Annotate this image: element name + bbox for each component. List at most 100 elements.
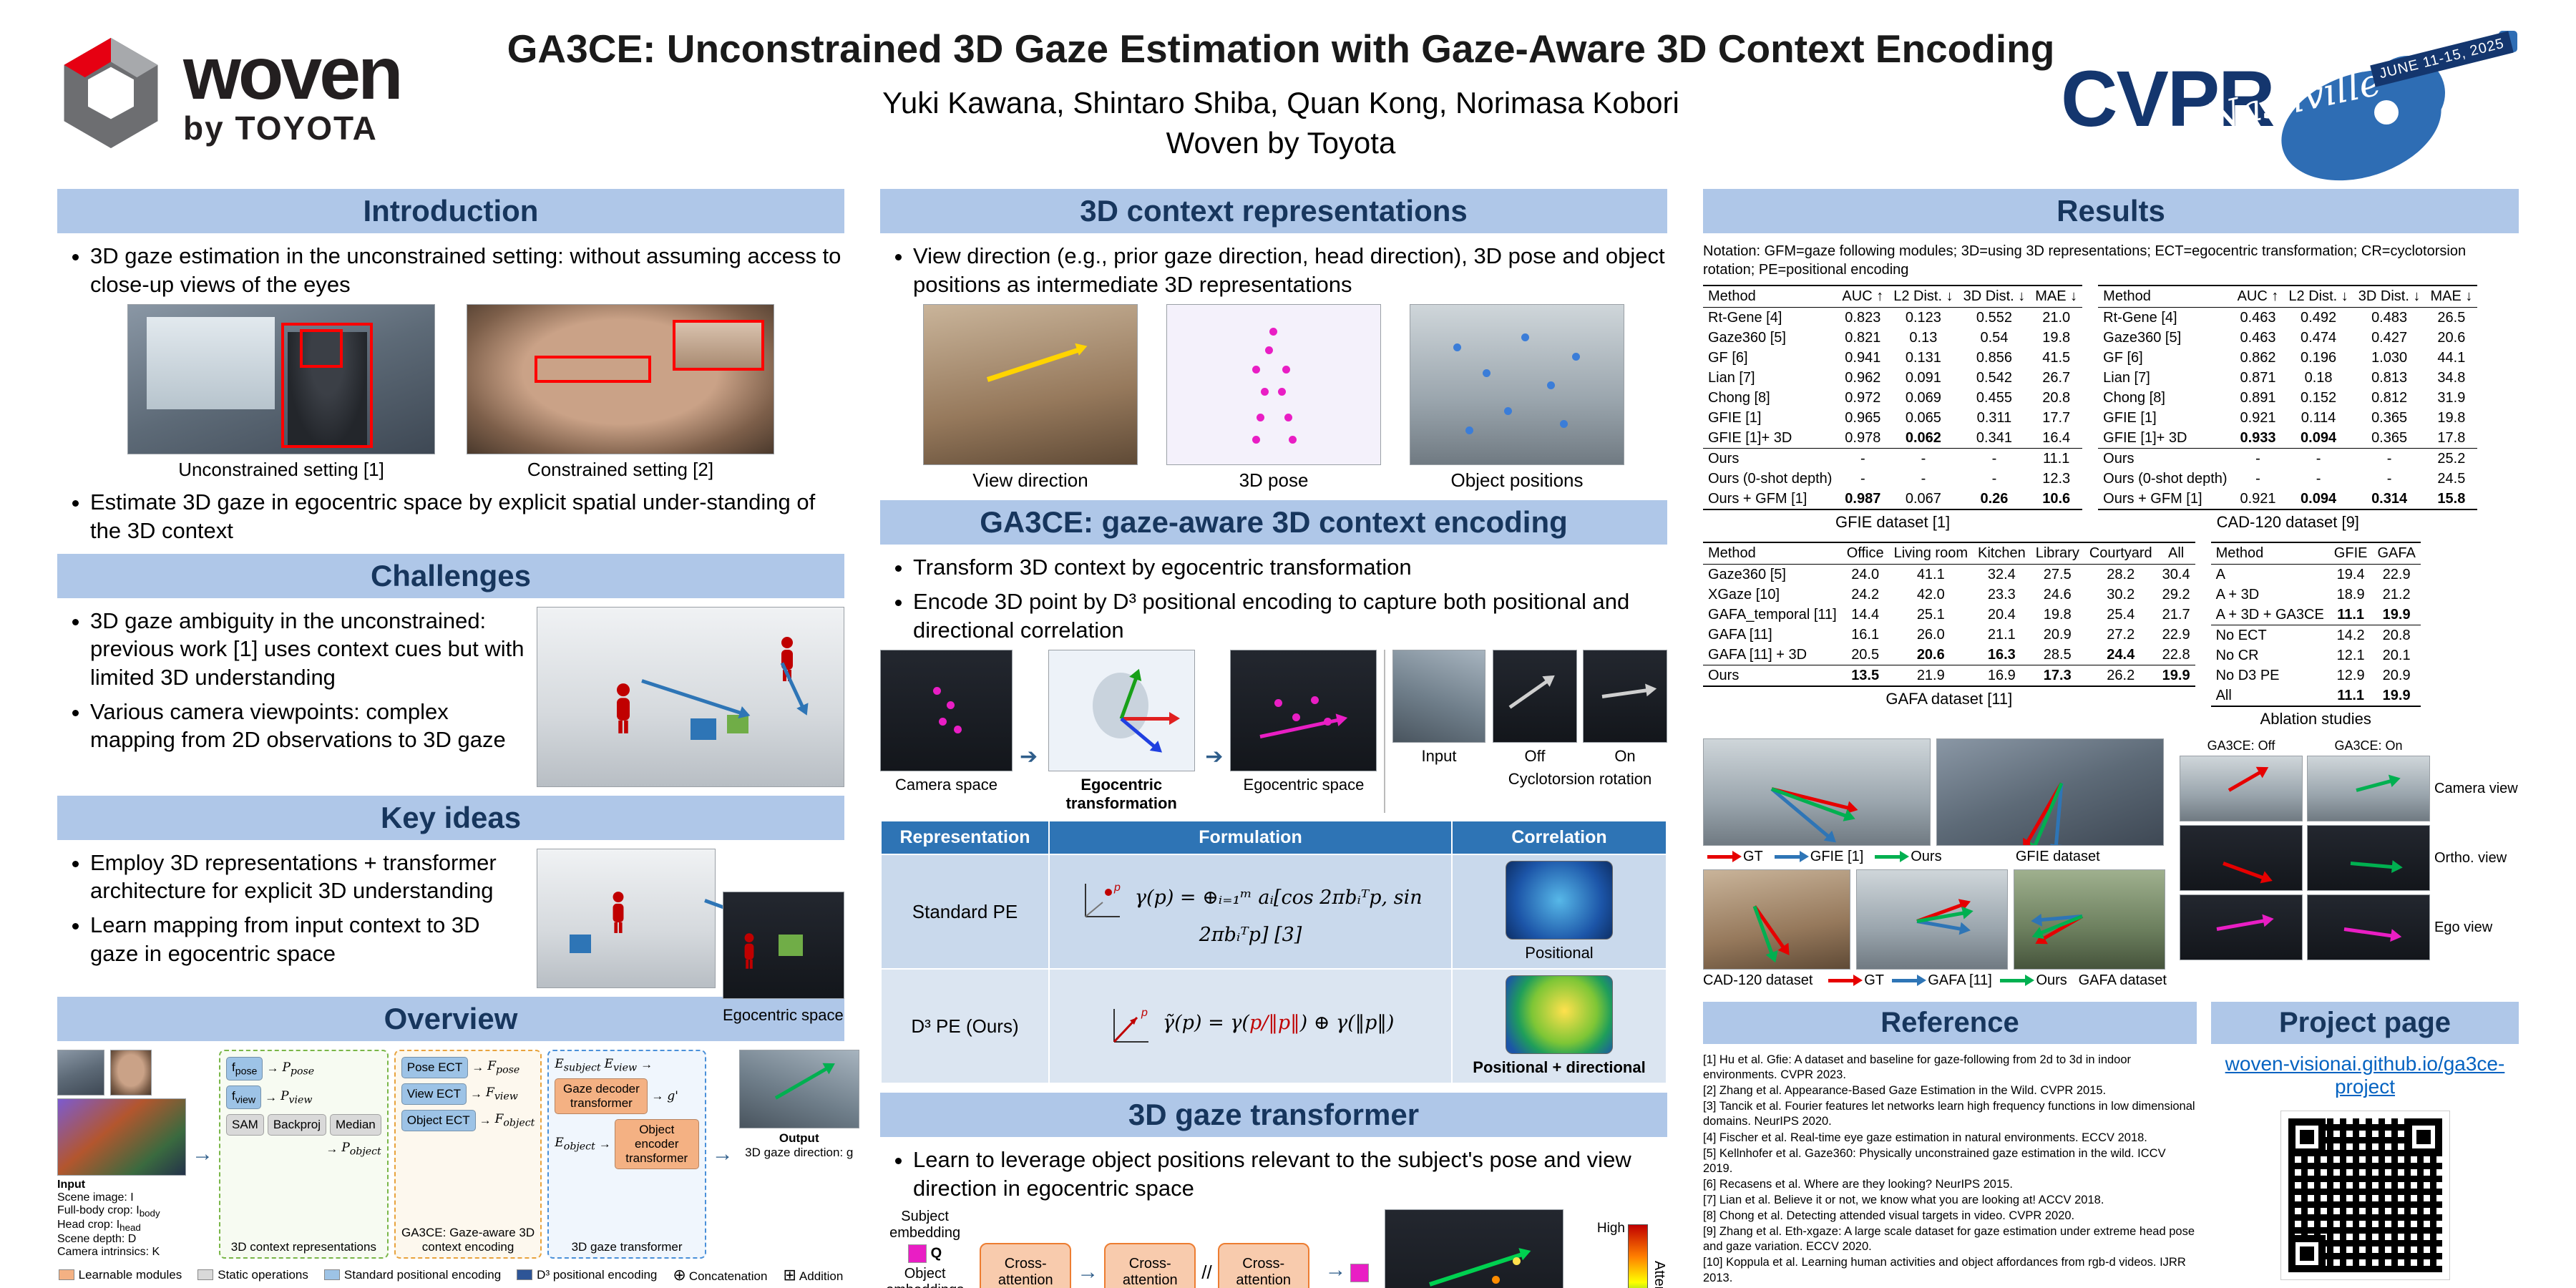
- reference-entry: [1] Hu et al. Gfie: A dataset and baseli…: [1703, 1053, 2132, 1082]
- p-object-label: Pobject: [341, 1141, 381, 1158]
- overview-output-block: Output 3D gaze direction: g: [738, 1049, 859, 1259]
- reference-entry: [7] Lian et al. Believe it or not, we kn…: [1703, 1193, 2104, 1206]
- conference-name: CVPR: [2061, 55, 2275, 143]
- camera-view-on-image: [2307, 756, 2430, 821]
- subject-embedding-label: Subject embedding: [889, 1208, 961, 1241]
- caption-egocentric-space-2: Egocentric space: [1243, 776, 1365, 794]
- output-photo: [738, 1049, 859, 1128]
- legend-gafa-group: GT GAFA [11] Ours: [1820, 972, 2071, 989]
- unconstrained-photo: [127, 304, 435, 455]
- gt-arrow-icon: [1828, 975, 1863, 987]
- output-label: Output: [779, 1131, 819, 1145]
- embeddings-block: Subject embedding Q Object embeddings K …: [880, 1209, 970, 1288]
- figure-3d-pose: 3D pose: [1166, 304, 1381, 492]
- directional-correlation-image: [1506, 975, 1613, 1055]
- stage-caption-ga3ce: GA3CE: Gaze-aware 3D context encoding: [401, 1226, 535, 1254]
- concat-icon: ⊕: [673, 1266, 686, 1284]
- figure-constrained: Constrained setting [2]: [467, 304, 774, 481]
- section-gaze-transformer: 3D gaze transformer Learn to leverage ob…: [880, 1093, 1667, 1288]
- sam-module: SAM: [226, 1114, 264, 1136]
- reference-entry: [6] Recasens et al. Where are they looki…: [1703, 1177, 2013, 1191]
- input-line-depth: Scene depth: D: [57, 1233, 137, 1246]
- gaze-decoder-module: Gaze decoder transformer: [555, 1078, 648, 1115]
- ablation-table-caption: Ablation studies: [2260, 710, 2371, 728]
- reference-entry: [2] Zhang et al. Appearance-Based Gaze E…: [1703, 1084, 2107, 1098]
- camera-view-off-image: [2180, 756, 2303, 821]
- section-introduction: Introduction 3D gaze estimation in the u…: [57, 189, 844, 545]
- standard-pe-name: Standard PE: [880, 854, 1050, 970]
- gafa-table-caption: GAFA dataset [11]: [1885, 690, 2013, 708]
- figure-cyclotorsion-pair: Off On Cyclotorsion rotation: [1493, 650, 1667, 789]
- attention-scene-image: [1384, 1209, 1563, 1288]
- section-overview: Overview Input Scene image: I Full-body …: [57, 996, 859, 1284]
- section-project-page: Project page woven-visionai.github.io/ga…: [2211, 1002, 2519, 1288]
- positional-correlation-image: [1506, 861, 1613, 940]
- section-ga3ce: GA3CE: gaze-aware 3D context encoding Tr…: [880, 500, 1667, 1085]
- reference-entry: [10] Koppula et al. Learning human activ…: [1703, 1256, 2186, 1284]
- scene-image-thumb: [57, 1098, 186, 1176]
- input-line-scene: Scene image: I: [57, 1191, 134, 1204]
- flow-arrow: →: [192, 1141, 213, 1166]
- overview-stage-transformer: Esubject Eview → Gaze decoder transforme…: [547, 1049, 706, 1259]
- static-swatch-icon: [197, 1269, 214, 1281]
- caption-ect: Egocentric transformation: [1065, 776, 1177, 813]
- affiliation: Woven by Toyota: [1166, 126, 1396, 160]
- flow-arrow: →: [470, 1086, 483, 1101]
- section-title-context: 3D context representations: [880, 189, 1667, 233]
- ego-view-on-image: [2307, 894, 2430, 960]
- overview-legend: Learnable modules Static operations Stan…: [57, 1266, 844, 1284]
- key-ideas-figure: Egocentric space: [537, 848, 844, 1024]
- ego-view-label: Ego view: [2434, 919, 2493, 935]
- attention-colorbar: [1628, 1224, 1648, 1288]
- key-ideas-bullet-2: Learn mapping from input context to 3D g…: [90, 911, 527, 967]
- reference-entry: [11] Nonaka et al. Dynamic 3d gaze from …: [1703, 1287, 2197, 1288]
- p-pose-label: Ppose: [282, 1060, 315, 1078]
- cyclotorsion-off-image: [1493, 650, 1577, 743]
- woven-hexagon-icon: [64, 37, 158, 149]
- cyclotorsion-input-image: [1392, 650, 1485, 743]
- gfie-arrow-icon: [1774, 851, 1809, 863]
- figure-egocentric-transformation: Egocentric transformation: [1045, 650, 1198, 813]
- body-crop-thumb: [57, 1049, 104, 1096]
- camera-space-image: [880, 650, 1013, 772]
- gaze-transformer-diagram: Subject embedding Q Object embeddings K …: [880, 1209, 1667, 1288]
- figure-cyclotorsion-input: Input: [1392, 650, 1485, 766]
- constrained-photo: [467, 304, 774, 455]
- gaze-feature-icon: [1350, 1264, 1369, 1283]
- object-positions-photo: [1410, 304, 1624, 466]
- section-key-ideas: Key ideas Employ 3D representations + tr…: [57, 795, 844, 1024]
- pose-image: [1166, 304, 1381, 466]
- flow-arrow: ➔: [1205, 744, 1224, 769]
- cross-attention-box-3: Cross-attention: [1217, 1243, 1309, 1288]
- caption-unconstrained: Unconstrained setting [1]: [178, 459, 384, 481]
- flow-arrow: →: [1324, 1258, 1347, 1282]
- cross-attention-box-2: Cross-attention: [1104, 1243, 1196, 1288]
- cross-attention-chain: Cross-attention → Cross-attention // Cro…: [980, 1243, 1309, 1288]
- figure-view-direction: View direction: [923, 304, 1138, 492]
- p-view-label: Pview: [280, 1089, 313, 1106]
- legend-d3-pe: D³ positional encoding: [517, 1268, 657, 1282]
- f-cap-pose-label: Fpose: [487, 1058, 520, 1076]
- f-view-module: fview: [226, 1085, 262, 1110]
- view-ect-module: View ECT: [401, 1083, 467, 1105]
- input-line-head: Head crop: Ihead: [57, 1218, 141, 1234]
- section-title-reference: Reference: [1703, 1002, 2197, 1044]
- attention-visualization: 3D gaze prediction High Low Attention: [1384, 1209, 1667, 1288]
- subject-embedding-icon: [908, 1244, 927, 1263]
- pe-header-representation: Representation: [880, 820, 1050, 856]
- stage-caption-context: 3D context representations: [230, 1240, 376, 1254]
- cad-qual-caption: CAD-120 dataset: [1703, 972, 1813, 988]
- logo-sub: by TOYOTA: [183, 109, 378, 147]
- project-page-link[interactable]: woven-visionai.github.io/ga3ce-project: [2225, 1053, 2505, 1098]
- flow-arrow: →: [640, 1058, 653, 1072]
- flow-arrow: ➔: [1020, 744, 1038, 769]
- e-subject-label: Esubject: [555, 1056, 601, 1074]
- ortho-view-on-image: [2307, 825, 2430, 891]
- cad-qual-image: [1703, 869, 1850, 970]
- pe-comparison-table: Representation Formulation Correlation S…: [880, 820, 1667, 1085]
- gaze-transformer-bullet-1: Learn to leverage object positions relev…: [913, 1146, 1667, 1202]
- caption-input: Input: [1421, 747, 1457, 766]
